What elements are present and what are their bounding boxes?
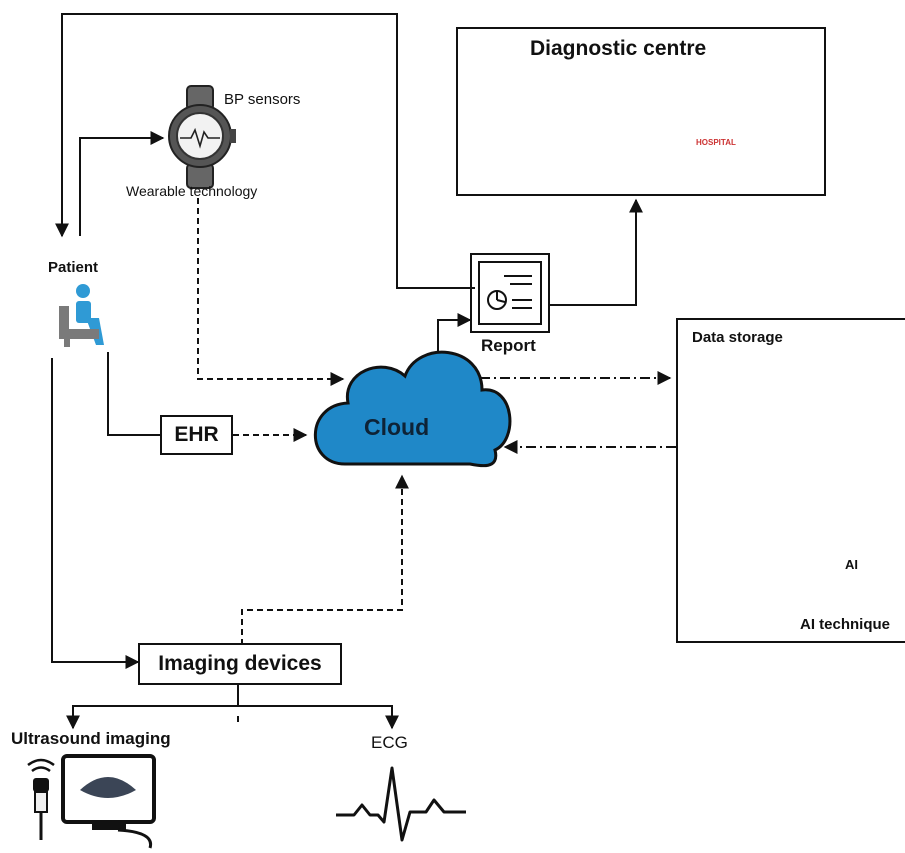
ultrasound-icon — [27, 754, 156, 849]
patient-to-ehr-connector — [107, 352, 160, 436]
report-label: Report — [481, 336, 536, 355]
data-storage-label: Data storage — [692, 329, 783, 346]
wearable-to-cloud-connector — [197, 198, 345, 386]
patient-icon — [59, 284, 104, 347]
patient-to-imaging-connector — [51, 358, 140, 669]
report-icon — [478, 261, 542, 325]
imaging-to-cloud-connector — [241, 474, 409, 645]
imaging-devices-label: Imaging devices — [158, 652, 322, 675]
cloud-icon — [313, 350, 512, 468]
diagnostic-centre-title: Diagnostic centre — [530, 37, 707, 60]
imaging-to-ecg-connector — [238, 705, 399, 730]
bp-sensors-label: BP sensors — [224, 91, 301, 108]
cloud-label: Cloud — [364, 414, 430, 440]
wearable-technology-label: Wearable technology — [126, 183, 258, 199]
ai-chip-label: AI — [845, 557, 858, 572]
report-frame — [470, 253, 550, 333]
report-to-patient-connector — [55, 13, 475, 289]
ehr-label: EHR — [174, 423, 219, 446]
hospital-sign-label: HOSPITAL — [696, 138, 736, 147]
imaging-devices-box: Imaging devices — [138, 643, 342, 685]
data-storage-panel — [676, 318, 905, 643]
patient-label: Patient — [48, 259, 99, 276]
ultrasound-imaging-label: Ultrasound imaging — [11, 729, 171, 748]
patient-to-watch-connector — [79, 131, 165, 236]
ecg-label: ECG — [371, 733, 408, 752]
ai-technique-label: AI technique — [800, 616, 891, 633]
ehr-box: EHR — [160, 415, 233, 455]
diagnostic-centre-panel — [456, 27, 826, 196]
watch-icon — [168, 85, 236, 189]
report-to-diagnostic-connector — [550, 198, 643, 306]
ecg-icon — [336, 766, 466, 842]
imaging-to-ultrasound-connector — [66, 705, 238, 730]
